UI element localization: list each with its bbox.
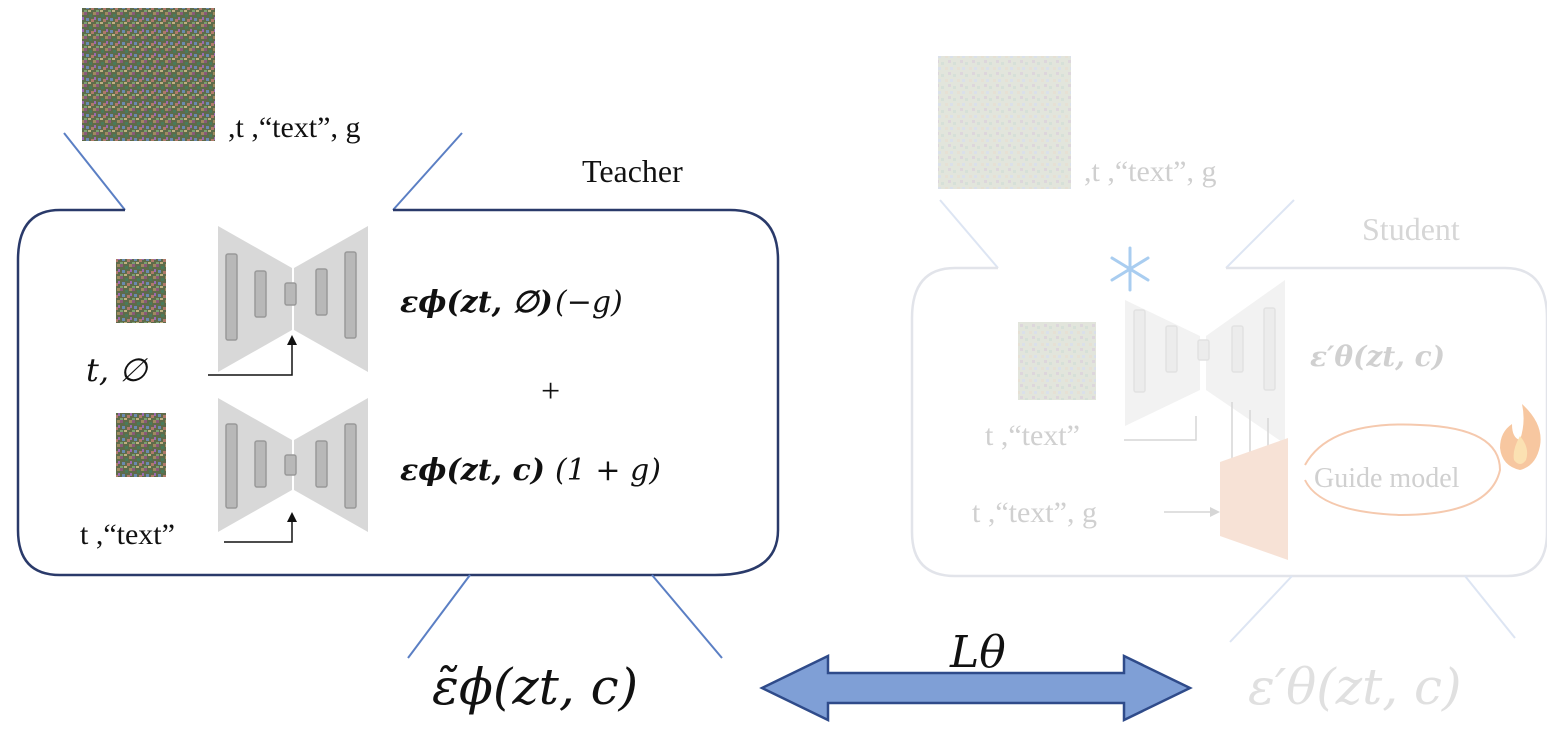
snowflake-icon — [1110, 246, 1150, 292]
teacher-cond-output: εϕ(zt, c) — [400, 453, 545, 488]
student-output-connector-right — [1464, 575, 1516, 639]
guide-model-block — [1220, 438, 1288, 560]
teacher-section: ,t ,“text”, g Teacher t, ∅ εϕ(zt, ∅) (−g… — [16, 8, 780, 716]
teacher-cond-arrowhead — [287, 512, 297, 522]
teacher-cond-cond-arrow — [224, 520, 293, 543]
teacher-plus-sign: + — [541, 373, 560, 410]
student-noise-image — [1018, 322, 1096, 400]
student-title: Student — [1362, 211, 1460, 247]
student-guide-input-label: t ,“text”, g — [972, 496, 1097, 529]
guide-input-arrowhead — [1210, 507, 1220, 517]
student-cond-arrow — [1124, 416, 1197, 441]
teacher-uncond-cond-arrow — [208, 343, 293, 376]
teacher-uncond-unet — [218, 226, 368, 372]
teacher-cond-weight: (1 + g) — [555, 453, 661, 488]
teacher-input-connector-left — [63, 132, 126, 211]
teacher-cond-noise-image — [116, 413, 166, 477]
teacher-final-output: ε̃ϕ(zt, c) — [432, 658, 638, 716]
student-input-noise-image — [938, 56, 1071, 189]
teacher-uncond-output: εϕ(zt, ∅) — [400, 285, 553, 320]
teacher-title: Teacher — [582, 153, 683, 189]
loss-label: Lθ — [949, 627, 1006, 678]
teacher-uncond-arrowhead — [287, 335, 297, 345]
guide-model-sketch — [1304, 423, 1502, 517]
teacher-cond-cond-label: t ,“text” — [80, 518, 175, 551]
student-input-connector-right — [1225, 199, 1295, 269]
student-box — [910, 266, 1547, 578]
student-section: ,t ,“text”, g Student ε′θ(zt, c) t ,“tex… — [910, 56, 1547, 716]
teacher-output-connector-left — [407, 574, 471, 659]
loss-section: Lθ — [759, 627, 1193, 722]
teacher-uncond-cond-label: t, ∅ — [86, 351, 149, 389]
teacher-uncond-noise-image — [116, 259, 166, 323]
student-input-connector-left — [939, 199, 999, 269]
guide-model-label: Guide model — [1314, 463, 1460, 494]
teacher-box — [16, 208, 780, 577]
student-unet — [1125, 280, 1285, 444]
flame-icon — [1500, 404, 1541, 470]
teacher-input-noise-image — [82, 8, 215, 141]
student-output-connector-left — [1229, 575, 1293, 643]
student-cond-label: t ,“text” — [985, 419, 1080, 452]
student-output: ε′θ(zt, c) — [1310, 340, 1445, 373]
loss-double-arrow — [759, 654, 1193, 722]
teacher-output-connector-right — [651, 574, 723, 659]
teacher-cond-unet — [218, 398, 368, 532]
teacher-uncond-weight: (−g) — [555, 285, 623, 320]
student-input-label: ,t ,“text”, g — [1084, 155, 1216, 188]
student-final-output: ε′θ(zt, c) — [1248, 658, 1462, 716]
teacher-input-connector-right — [392, 132, 463, 211]
teacher-input-label: ,t ,“text”, g — [228, 111, 360, 144]
